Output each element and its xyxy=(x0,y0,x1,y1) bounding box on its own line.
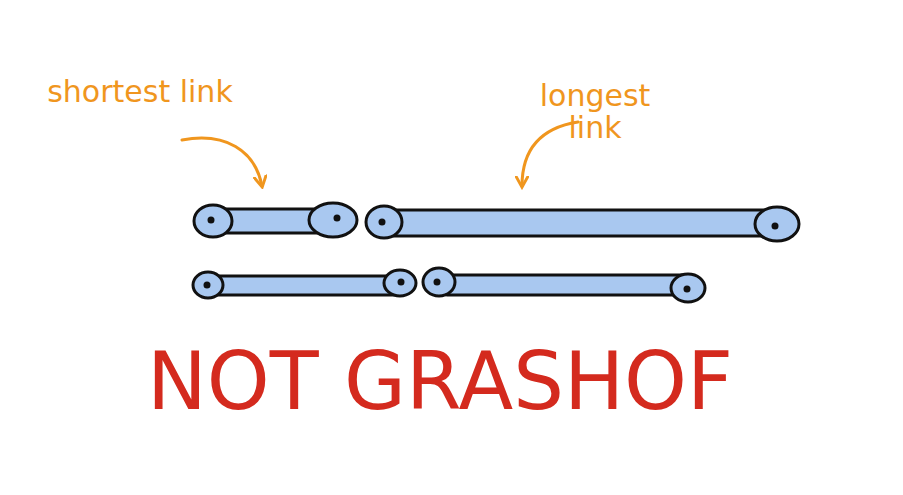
long-link xyxy=(366,206,799,241)
leader-arrow xyxy=(182,138,262,186)
verdict-label: NOT GRASHOF xyxy=(60,340,820,424)
short-link xyxy=(194,203,357,237)
callout-label: shortest link xyxy=(40,76,240,108)
callout-label: longest link xyxy=(520,80,670,143)
link xyxy=(423,268,705,302)
link xyxy=(193,270,416,298)
